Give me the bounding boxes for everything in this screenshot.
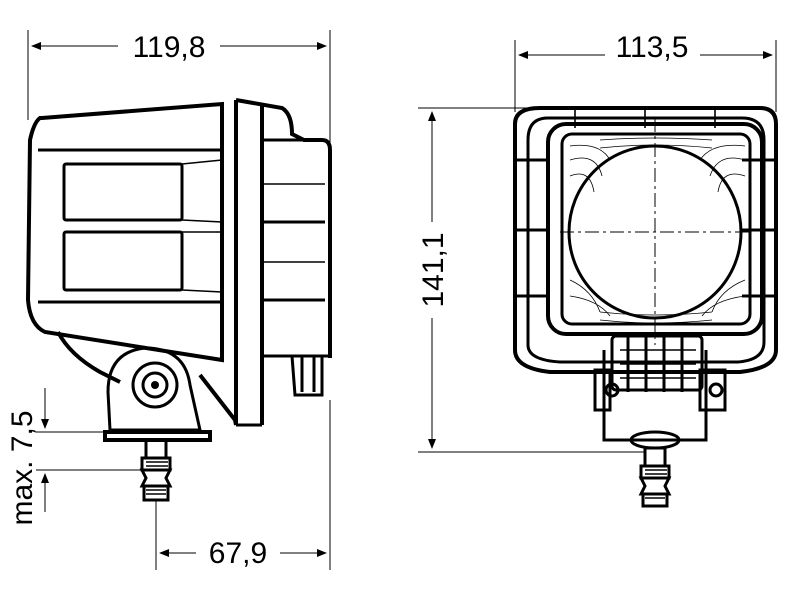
label-bracket-offset: max. 7,5 (6, 410, 39, 525)
label-front-height: 141,1 (417, 232, 450, 307)
front-housing-outline (513, 106, 778, 374)
dimension-bracket-offset: max. 7,5 (6, 388, 145, 526)
label-side-depth: 119,8 (133, 31, 206, 64)
label-front-width: 113,5 (616, 31, 689, 64)
pivot-bolt (131, 361, 179, 409)
dimension-side-depth: 119,8 (27, 30, 331, 150)
dimension-front-width: 113,5 (514, 31, 777, 112)
dimension-mount-distance: 67,9 (155, 400, 331, 570)
dimension-front-height: 141,1 (417, 107, 645, 453)
connector-block (593, 334, 727, 450)
front-view (513, 106, 778, 508)
side-housing-outline (25, 101, 224, 363)
front-threaded-stud (638, 446, 672, 508)
side-view (25, 98, 332, 502)
threaded-stud (139, 438, 173, 502)
front-bezel (220, 98, 332, 427)
label-mount-distance: 67,9 (209, 537, 267, 570)
mounting-bracket (56, 331, 324, 442)
cooling-fins (62, 159, 223, 293)
